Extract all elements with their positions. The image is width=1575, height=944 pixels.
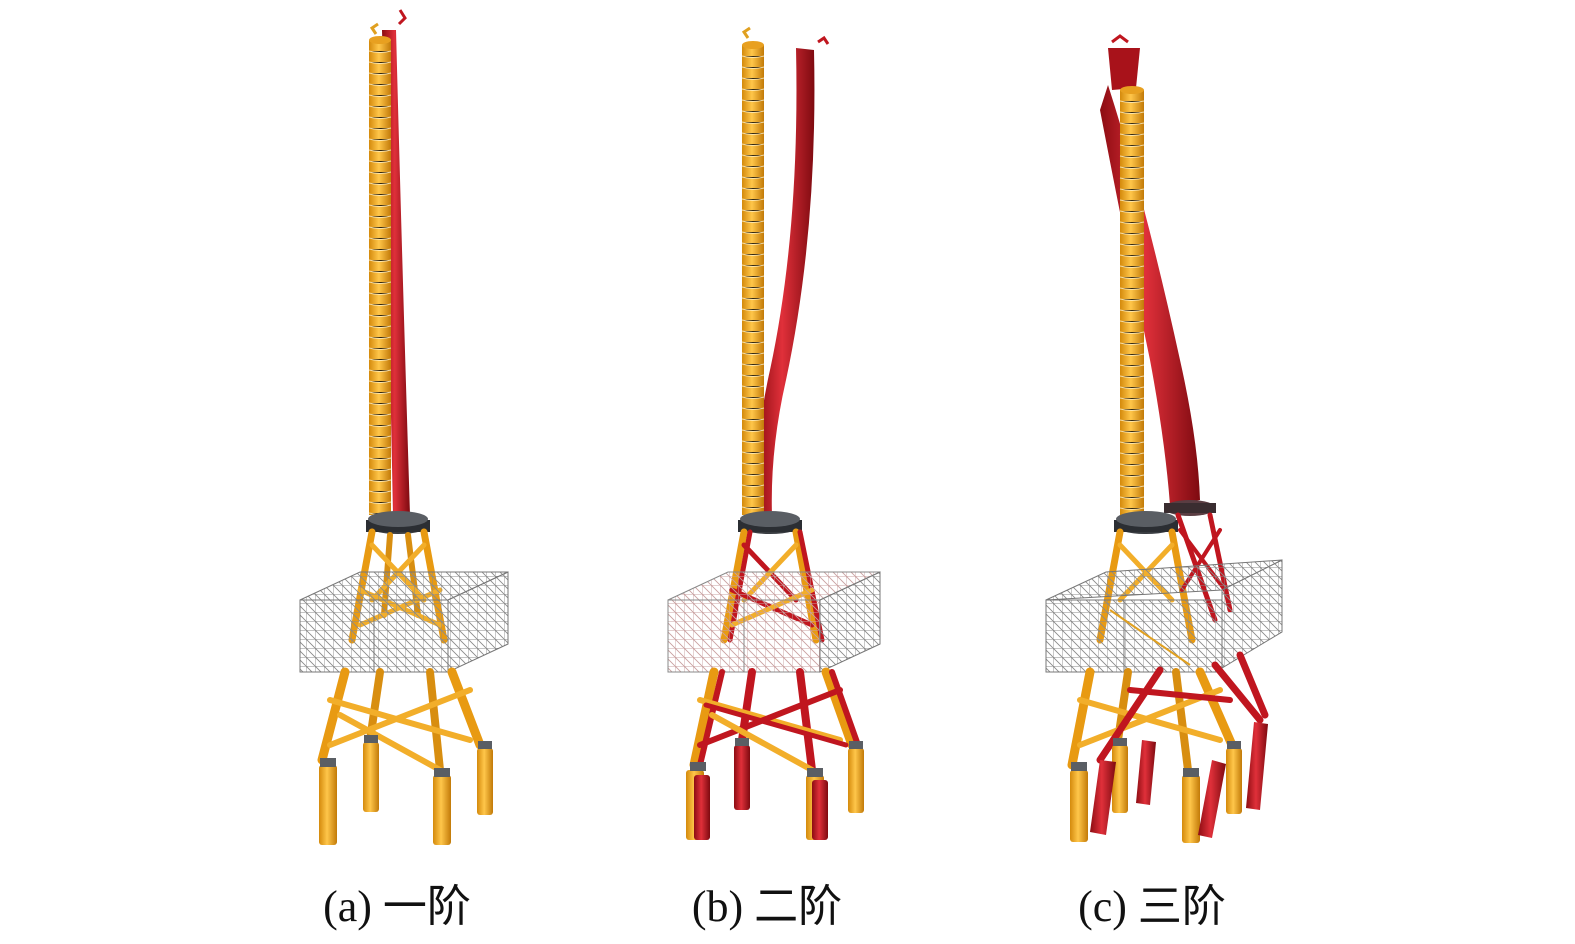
tower-tip-icon bbox=[741, 26, 751, 39]
panel-b bbox=[667, 26, 881, 840]
original-tower bbox=[368, 36, 392, 515]
deformed-tower bbox=[1100, 85, 1200, 505]
deformed-tower bbox=[755, 48, 815, 515]
caption-a: (a) 一阶 bbox=[323, 882, 471, 931]
deformed-tower-tip-icon bbox=[817, 35, 830, 45]
original-tower bbox=[741, 41, 765, 515]
soil-grid-box bbox=[667, 571, 881, 673]
original-tower bbox=[1119, 86, 1145, 515]
transition-collar bbox=[1114, 511, 1178, 534]
tower-tip-icon bbox=[369, 22, 379, 35]
lower-jacket bbox=[1067, 651, 1269, 774]
deformed-tower-tip-icon bbox=[397, 9, 407, 26]
piles bbox=[686, 738, 864, 840]
caption-b: (b) 二阶 bbox=[691, 882, 843, 931]
transition-collar bbox=[366, 511, 430, 534]
piles bbox=[319, 735, 493, 845]
lower-jacket bbox=[689, 667, 861, 774]
soil-grid-box bbox=[299, 571, 509, 673]
panel-a bbox=[299, 9, 509, 845]
piles bbox=[1070, 722, 1268, 843]
lower-jacket bbox=[317, 667, 485, 774]
deformed-collar bbox=[1164, 500, 1216, 516]
caption-c: (c) 三阶 bbox=[1078, 882, 1226, 931]
soil-grid-box bbox=[1045, 559, 1283, 673]
deformed-tower-tip-icon bbox=[1111, 34, 1129, 44]
deformed-tower-tip bbox=[1108, 48, 1140, 90]
transition-collar bbox=[738, 511, 802, 534]
panel-c bbox=[1045, 34, 1283, 843]
